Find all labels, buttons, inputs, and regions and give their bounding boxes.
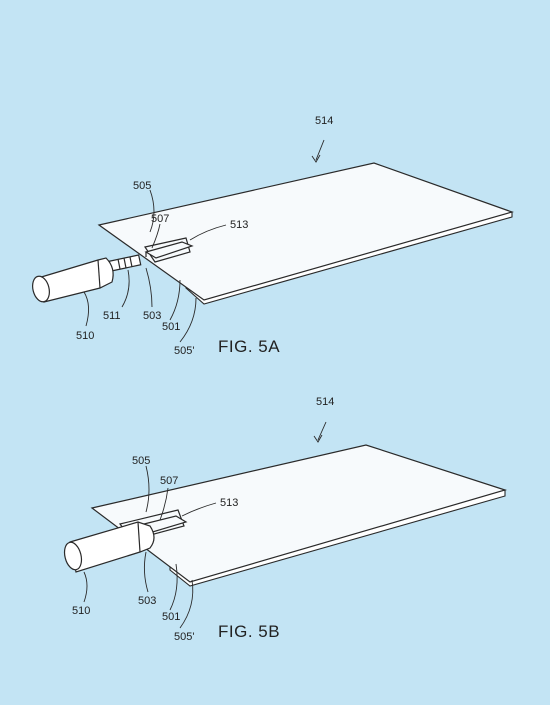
insert-tab-5a <box>144 241 194 259</box>
label-507-5b: 507 <box>160 475 178 487</box>
label-505p-5a: 505' <box>174 345 194 357</box>
plug-body-5a <box>37 257 114 303</box>
leader-505-5b <box>145 465 150 513</box>
arrow-514-5b <box>313 434 323 443</box>
leader-505-5a <box>149 189 155 233</box>
caption-fig-5a: FIG. 5A <box>218 337 280 356</box>
plug-collar-5b <box>137 521 141 553</box>
label-510-5b: 510 <box>72 605 90 617</box>
label-501-5b: 501 <box>162 611 180 623</box>
label-513-5a: 513 <box>230 219 248 231</box>
label-510-5a: 510 <box>76 330 94 342</box>
leader-507-5a <box>151 223 161 249</box>
leader-513-5b <box>181 502 217 517</box>
plug-collar-5a <box>97 259 101 289</box>
pin-ring-5a-c <box>129 256 133 268</box>
label-507-5a: 507 <box>151 213 169 225</box>
leader-513-5a <box>189 224 227 241</box>
plug-end-5a <box>32 275 50 303</box>
plug-body-5b <box>69 521 155 573</box>
label-514-5b: 514 <box>316 396 334 408</box>
label-503-5a: 503 <box>143 310 161 322</box>
leader-505p-5b <box>179 579 194 629</box>
plug-end-5b <box>63 541 83 571</box>
panel-5b-top-face <box>90 444 508 583</box>
panel-5a-top-face <box>97 162 514 301</box>
pin-ring-5a-b <box>123 257 127 269</box>
leader-503-5b <box>143 551 149 593</box>
leader-514-5a <box>315 139 325 161</box>
leader-514-5b <box>317 421 327 441</box>
label-513-5b: 513 <box>220 497 238 509</box>
label-503-5b: 503 <box>138 595 156 607</box>
label-501-5a: 501 <box>162 321 180 333</box>
arrow-514-5a <box>311 154 321 163</box>
label-505-5a: 505 <box>133 180 151 192</box>
pin-ring-5a-a <box>117 258 121 270</box>
leader-501-5a <box>169 279 181 321</box>
label-505-5b: 505 <box>132 455 150 467</box>
leader-511-5a <box>121 269 130 308</box>
label-514-5a: 514 <box>315 115 333 127</box>
leader-501-5b <box>169 563 178 611</box>
label-505p-5b: 505' <box>174 631 194 643</box>
leader-505p-5a <box>179 297 197 343</box>
caption-fig-5b: FIG. 5B <box>218 622 280 641</box>
label-511-5a: 511 <box>103 310 121 322</box>
figure-5a: 514 505 507 513 510 511 503 501 505' FIG… <box>32 115 514 357</box>
figure-5b: 514 505 507 513 510 503 501 505' FIG. 5B <box>63 396 508 643</box>
leader-510-5b <box>83 571 88 603</box>
leader-510-5a <box>83 291 89 327</box>
leader-507-5b <box>159 487 169 521</box>
leader-503-5a <box>145 267 153 308</box>
